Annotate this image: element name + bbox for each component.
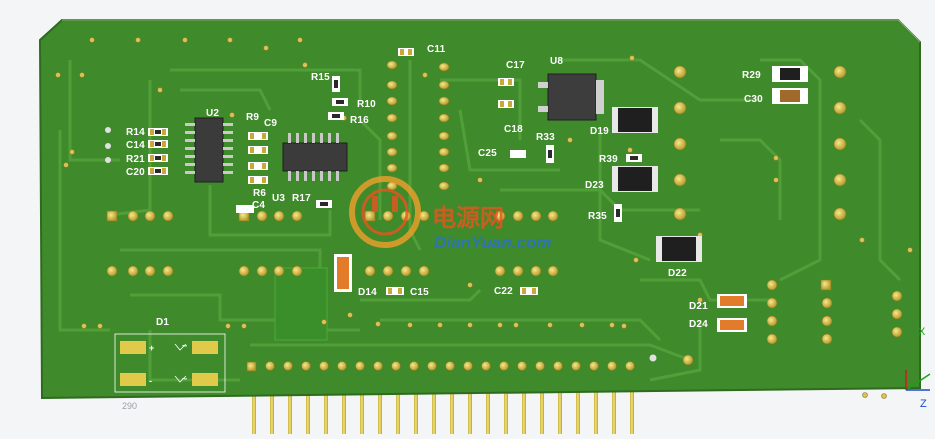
label-r33: R33 bbox=[536, 132, 555, 143]
axis-gizmo bbox=[905, 370, 931, 391]
label-c22: C22 bbox=[494, 286, 513, 297]
label-d23: D23 bbox=[585, 180, 604, 191]
label-d19: D19 bbox=[590, 126, 609, 137]
label-r6: R6 bbox=[253, 188, 267, 199]
pad-columns bbox=[106, 60, 903, 366]
ic-u3 bbox=[282, 133, 348, 181]
test-pads bbox=[105, 127, 657, 362]
vias bbox=[55, 37, 913, 399]
label-c14: C14 bbox=[126, 140, 145, 151]
label-c9: C9 bbox=[264, 118, 278, 129]
label-r16: R16 bbox=[350, 115, 369, 126]
smd-diodes bbox=[120, 66, 808, 386]
label-c25: C25 bbox=[478, 148, 497, 159]
label-r29: R29 bbox=[742, 70, 761, 81]
d1-plus-mark: + bbox=[149, 343, 155, 353]
label-r14: R14 bbox=[126, 127, 145, 138]
label-c11: C11 bbox=[427, 44, 446, 55]
silkscreen-outlines bbox=[114, 333, 226, 393]
label-r17: R17 bbox=[292, 193, 311, 204]
watermark-logo bbox=[349, 176, 421, 248]
small-passives bbox=[148, 48, 642, 295]
header-pins bbox=[252, 392, 634, 434]
label-c4: C4 bbox=[252, 200, 266, 211]
watermark-english: DianYuan.com bbox=[434, 233, 552, 252]
d1-ac1-mark: ~ bbox=[182, 341, 188, 351]
watermark-chinese: 电源网 bbox=[432, 204, 504, 232]
label-r21: R21 bbox=[126, 154, 145, 165]
ic-u2 bbox=[185, 117, 233, 183]
label-r15: R15 bbox=[311, 72, 330, 83]
label-c18: C18 bbox=[504, 124, 523, 135]
camera-label: 290 bbox=[122, 401, 138, 411]
d1-minus-mark: - bbox=[149, 376, 153, 386]
label-c30: C30 bbox=[744, 94, 763, 105]
axis-x-label: X bbox=[918, 326, 926, 338]
label-r9: R9 bbox=[246, 112, 260, 123]
label-r35: R35 bbox=[588, 211, 607, 222]
label-d21: D21 bbox=[689, 301, 708, 312]
header-pad-row bbox=[246, 361, 635, 372]
label-d22: D22 bbox=[668, 268, 687, 279]
label-d24: D24 bbox=[689, 319, 708, 330]
label-c20: C20 bbox=[126, 167, 145, 178]
label-c15: C15 bbox=[410, 287, 429, 298]
label-r10: R10 bbox=[357, 99, 376, 110]
label-u8: U8 bbox=[550, 56, 564, 67]
copper-fill bbox=[274, 267, 328, 341]
label-r39: R39 bbox=[599, 154, 618, 165]
label-d1: D1 bbox=[156, 317, 170, 328]
axis-z-label: Z bbox=[920, 398, 927, 410]
label-c17: C17 bbox=[506, 60, 525, 71]
d1-ac2-mark: ~ bbox=[182, 374, 188, 384]
label-u2: U2 bbox=[206, 108, 220, 119]
label-d14: D14 bbox=[358, 287, 377, 298]
label-u3: U3 bbox=[272, 193, 286, 204]
regulator-u8 bbox=[538, 73, 604, 121]
